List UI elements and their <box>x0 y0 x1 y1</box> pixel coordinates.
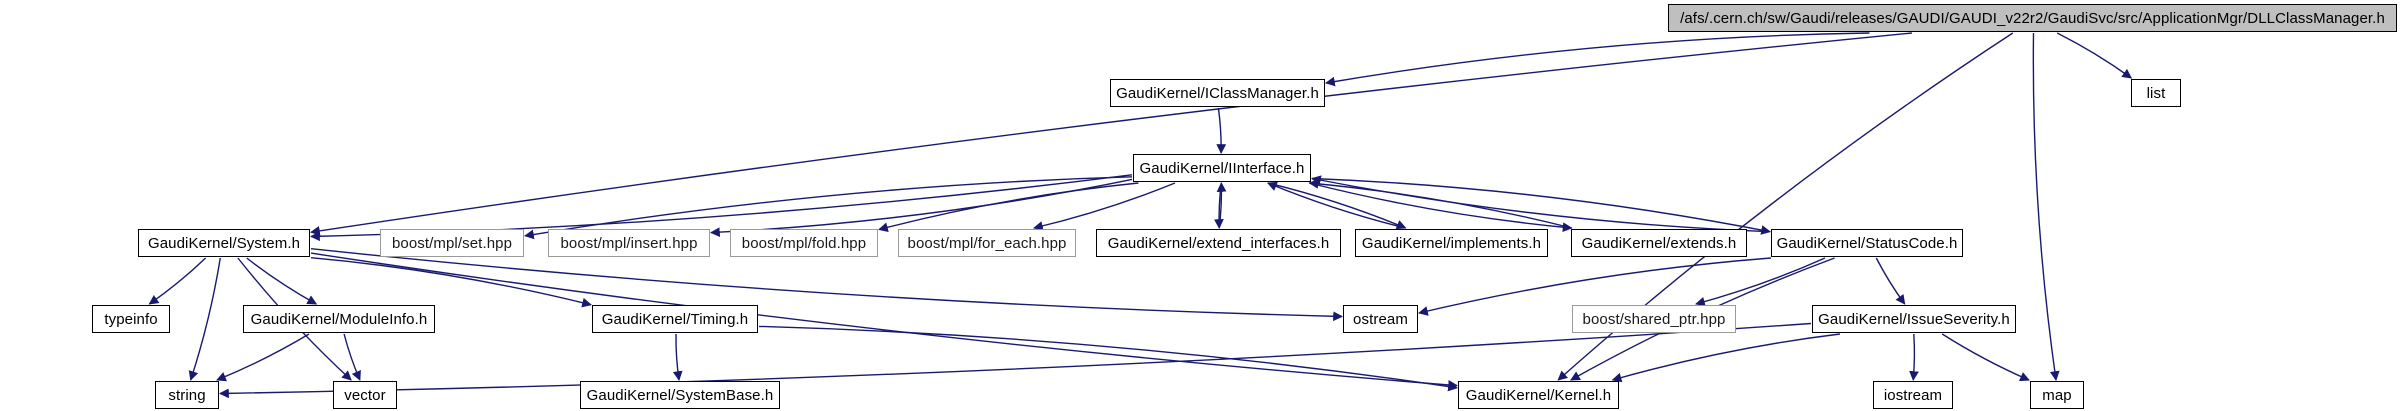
graph-edge-iinterface-to-mplfold <box>878 182 1139 233</box>
graph-node-label: /afs/.cern.ch/sw/Gaudi/releases/GAUDI/GA… <box>1680 9 2385 27</box>
graph-node-issueseverity[interactable]: GaudiKernel/IssueSeverity.h <box>1812 305 2016 333</box>
graph-node-label: GaudiKernel/Kernel.h <box>1465 386 1612 404</box>
graph-edge-system-to-moduleinfo <box>246 257 318 305</box>
graph-node-iostream[interactable]: iostream <box>1873 381 1953 409</box>
graph-node-statuscode[interactable]: GaudiKernel/StatusCode.h <box>1771 229 1963 257</box>
graph-node-label: boost/mpl/fold.hpp <box>741 234 867 252</box>
graph-node-list[interactable]: list <box>2131 79 2181 107</box>
graph-edge-timing-to-systembase <box>672 333 683 381</box>
graph-node-vector[interactable]: vector <box>333 381 397 409</box>
graph-node-kernel[interactable]: GaudiKernel/Kernel.h <box>1458 381 1619 409</box>
graph-node-mplfold[interactable]: boost/mpl/fold.hpp <box>730 229 878 257</box>
graph-node-label: GaudiKernel/IClassManager.h <box>1116 84 1319 102</box>
graph-edge-root-to-map <box>2032 32 2060 381</box>
graph-node-timing[interactable]: GaudiKernel/Timing.h <box>592 305 758 333</box>
graph-node-sharedptr[interactable]: boost/shared_ptr.hpp <box>1572 305 1736 333</box>
graph-node-label: list <box>2146 84 2166 102</box>
graph-node-label: boost/mpl/set.hpp <box>391 234 513 252</box>
graph-edge-extends-to-iinterface <box>1308 178 1572 229</box>
graph-node-label: GaudiKernel/Timing.h <box>601 310 749 328</box>
graph-node-label: GaudiKernel/IInterface.h <box>1139 159 1305 177</box>
graph-node-label: iostream <box>1883 386 1943 404</box>
graph-node-mplset[interactable]: boost/mpl/set.hpp <box>380 229 524 257</box>
graph-node-map[interactable]: map <box>2030 381 2084 409</box>
graph-node-root[interactable]: /afs/.cern.ch/sw/Gaudi/releases/GAUDI/GA… <box>1668 4 2397 32</box>
graph-node-label: boost/shared_ptr.hpp <box>1582 310 1726 328</box>
graph-node-label: GaudiKernel/IssueSeverity.h <box>1818 310 2010 328</box>
graph-edge-statuscode-to-iinterface <box>1311 175 1771 233</box>
graph-node-system[interactable]: GaudiKernel/System.h <box>138 229 310 257</box>
graph-node-extends[interactable]: GaudiKernel/extends.h <box>1571 229 1747 257</box>
graph-node-label: map <box>2042 386 2072 404</box>
graph-node-label: ostream <box>1353 310 1408 328</box>
graph-edge-iinterface-to-mplforeach <box>1033 182 1176 231</box>
graph-node-label: GaudiKernel/implements.h <box>1361 234 1542 252</box>
graph-node-label: boost/mpl/insert.hpp <box>560 234 698 252</box>
graph-node-systembase[interactable]: GaudiKernel/SystemBase.h <box>580 381 780 409</box>
graph-node-mplforeach[interactable]: boost/mpl/for_each.hpp <box>898 229 1076 257</box>
graph-node-label: GaudiKernel/extends.h <box>1581 234 1737 252</box>
graph-edge-system-to-typeinfo <box>148 257 207 305</box>
graph-edge-system-to-string <box>188 257 221 381</box>
graph-node-label: vector <box>344 386 386 404</box>
graph-node-label: GaudiKernel/System.h <box>147 234 301 252</box>
graph-edge-issueseverity-to-string <box>219 322 1812 399</box>
graph-node-label: GaudiKernel/extend_interfaces.h <box>1107 234 1330 252</box>
graph-edge-statuscode-to-ostream <box>1418 257 1772 316</box>
graph-node-iclassmanager[interactable]: GaudiKernel/IClassManager.h <box>1110 79 1325 107</box>
graph-edge-issueseverity-to-kernel <box>1611 333 1840 383</box>
graph-edge-moduleinfo-to-string <box>216 333 310 382</box>
graph-node-label: GaudiKernel/ModuleInfo.h <box>250 310 428 328</box>
graph-edge-implements-to-iinterface <box>1266 181 1406 229</box>
graph-edge-issueseverity-to-map <box>1941 333 2030 382</box>
graph-node-extendinterfaces[interactable]: GaudiKernel/extend_interfaces.h <box>1096 229 1341 257</box>
graph-edge-system-to-kernel <box>310 252 1458 390</box>
graph-node-typeinfo[interactable]: typeinfo <box>92 305 170 333</box>
graph-node-string[interactable]: string <box>155 381 219 409</box>
graph-node-implements[interactable]: GaudiKernel/implements.h <box>1355 229 1548 257</box>
graph-edge-moduleinfo-to-vector <box>343 333 361 381</box>
graph-edge-root-to-list <box>2056 32 2133 79</box>
graph-edge-timing-to-kernel <box>758 325 1458 392</box>
graph-node-label: GaudiKernel/SystemBase.h <box>586 386 774 404</box>
graph-edge-iinterface-to-implements <box>1267 182 1407 230</box>
graph-edge-iinterface-to-extends <box>1309 182 1573 233</box>
graph-node-label: typeinfo <box>104 310 158 328</box>
graph-edge-iinterface-to-mplset <box>524 176 1133 240</box>
graph-node-iinterface[interactable]: GaudiKernel/IInterface.h <box>1133 154 1311 182</box>
graph-edge-issueseverity-to-iostream <box>1909 333 1919 381</box>
graph-edge-system-to-ostream <box>310 248 1343 322</box>
graph-edge-root-to-system <box>310 32 1912 236</box>
graph-edge-iinterface-to-statuscode <box>1311 177 1771 235</box>
graph-edge-iclassmanager-to-iinterface <box>1216 107 1227 154</box>
graph-node-label: boost/mpl/for_each.hpp <box>907 234 1067 252</box>
graph-node-label: string <box>168 386 206 404</box>
graph-node-mplinsert[interactable]: boost/mpl/insert.hpp <box>548 229 710 257</box>
graph-node-ostream[interactable]: ostream <box>1343 305 1418 333</box>
graph-edge-system-to-timing <box>310 257 592 308</box>
graph-node-label: GaudiKernel/StatusCode.h <box>1776 234 1958 252</box>
graph-edge-iinterface-to-system <box>310 174 1133 242</box>
graph-edge-root-to-iclassmanager <box>1325 32 1870 87</box>
graph-edge-statuscode-to-issueseverity <box>1875 257 1906 305</box>
graph-edge-extendinterfaces-to-iinterface <box>1216 182 1227 229</box>
graph-edge-statuscode-to-sharedptr <box>1695 257 1826 307</box>
graph-node-moduleinfo[interactable]: GaudiKernel/ModuleInfo.h <box>243 305 435 333</box>
